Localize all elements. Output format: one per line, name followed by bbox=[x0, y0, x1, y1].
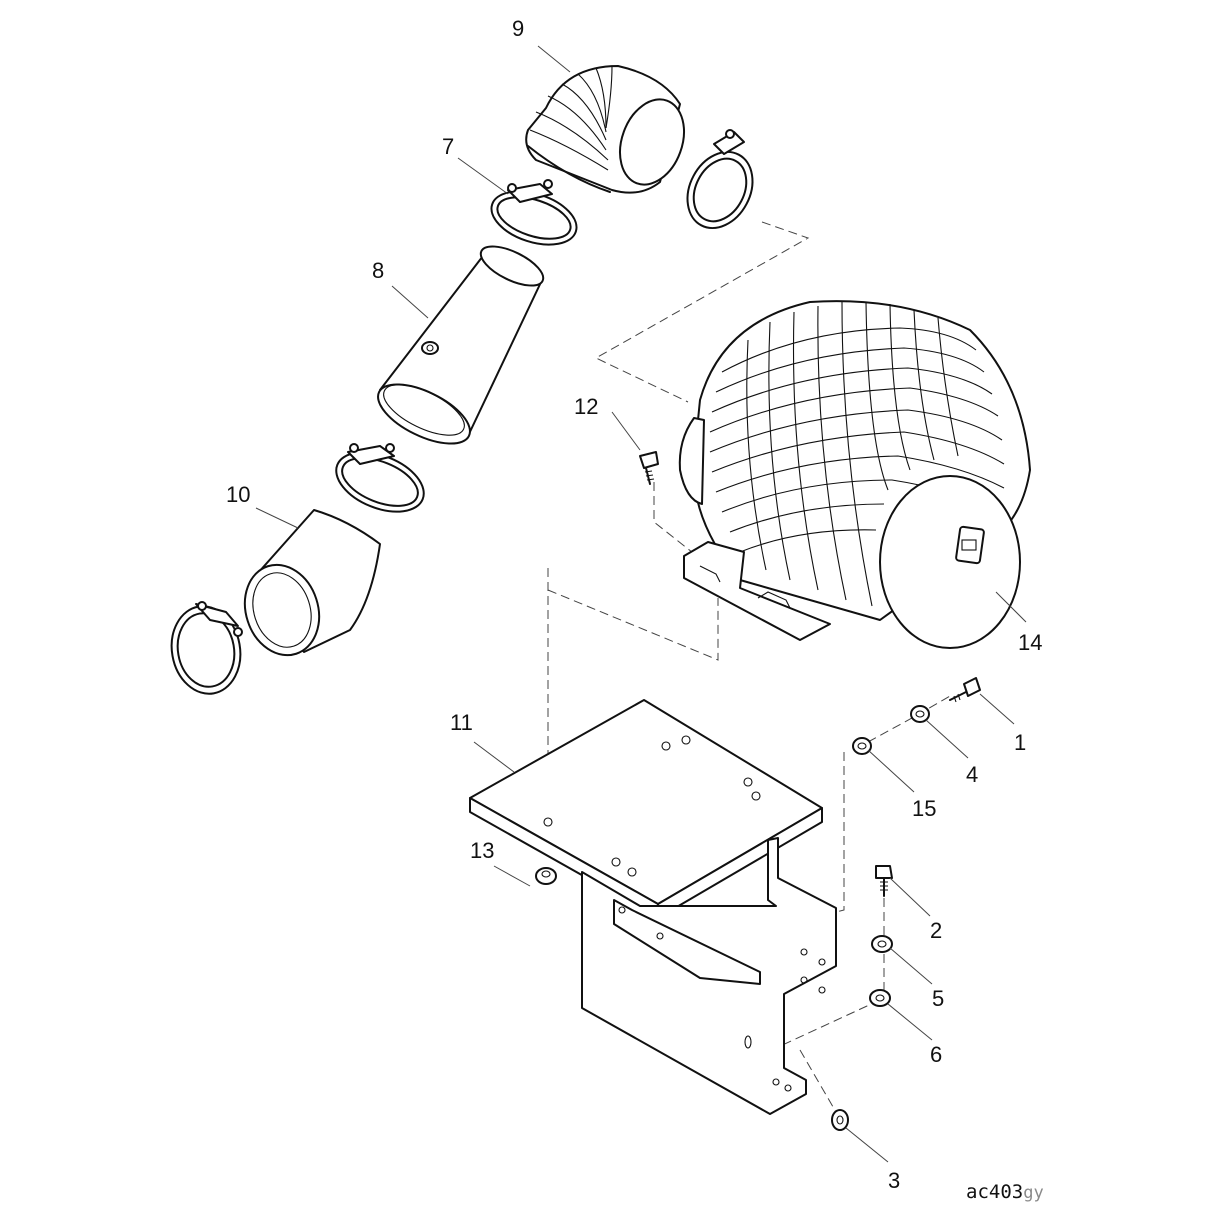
part-label-2: 2 bbox=[930, 918, 942, 943]
washer-4 bbox=[910, 705, 930, 723]
part-label-1: 1 bbox=[1014, 730, 1026, 755]
hose-clamp-upper-left bbox=[490, 179, 578, 246]
part-label-8: 8 bbox=[372, 258, 384, 283]
part-label-5: 5 bbox=[932, 986, 944, 1011]
elbow-hose bbox=[525, 65, 685, 194]
figure-reference-code: ac403gy bbox=[966, 1181, 1044, 1203]
bolt-12 bbox=[639, 451, 659, 485]
bolt-1 bbox=[949, 677, 981, 703]
part-label-11: 11 bbox=[450, 710, 473, 735]
part-label-6: 6 bbox=[930, 1042, 942, 1067]
hose-clamp-upper-right bbox=[686, 129, 754, 230]
nut-3 bbox=[831, 1109, 849, 1131]
leader-lines bbox=[255, 45, 1027, 1163]
part-label-10: 10 bbox=[226, 482, 250, 507]
bolt-2 bbox=[875, 865, 893, 897]
part-label-7: 7 bbox=[442, 134, 454, 159]
air-cleaner-housing bbox=[678, 300, 1031, 649]
mounting-bracket bbox=[469, 699, 837, 1115]
part-label-13: 13 bbox=[470, 838, 494, 863]
washer-5 bbox=[871, 935, 893, 953]
hose-clamp-middle bbox=[335, 443, 425, 513]
washer-15 bbox=[852, 737, 872, 755]
part-label-9: 9 bbox=[512, 16, 524, 41]
lower-hose bbox=[243, 509, 381, 657]
part-label-12: 12 bbox=[574, 394, 598, 419]
nut-13 bbox=[535, 867, 557, 885]
part-label-4: 4 bbox=[966, 762, 978, 787]
part-labels: 9 7 8 12 10 14 11 1 4 15 13 2 5 6 3 bbox=[226, 16, 1042, 1193]
part-label-15: 15 bbox=[912, 796, 936, 821]
hose-clamp-lower bbox=[170, 601, 243, 695]
nut-6 bbox=[869, 989, 891, 1007]
part-label-3: 3 bbox=[888, 1168, 900, 1193]
straight-tube bbox=[377, 245, 545, 445]
part-label-14: 14 bbox=[1018, 630, 1042, 655]
